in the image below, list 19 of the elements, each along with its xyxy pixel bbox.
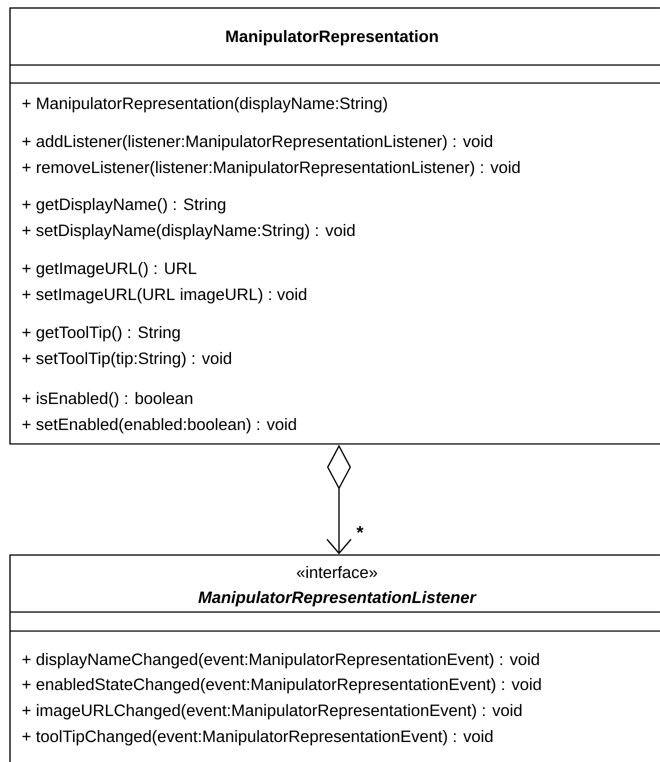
operation-text: + toolTipChanged(event:ManipulatorRepresentationEvent) : void — [22, 730, 492, 746]
multiplicity-label: * — [356, 525, 364, 540]
operation-text: + displayNameChanged(event:ManipulatorRepresentationEvent) : void — [22, 653, 539, 668]
stereotype-label: «interface» — [296, 566, 378, 578]
operation-text: + enabledStateChanged(event:ManipulatorRepresentationEvent) : void — [22, 678, 541, 694]
class-name: ManipulatorRepresentation — [226, 30, 438, 46]
operation-text: + getDisplayName() : String — [22, 198, 226, 214]
operation-text: + addListener(listener:ManipulatorRepresentationListener) : void — [22, 135, 492, 150]
operation-text: + getToolTip() : String — [22, 326, 180, 342]
operation-text: + isEnabled() : boolean — [22, 392, 192, 408]
interface-name: ManipulatorRepresentationListener — [198, 591, 477, 606]
operation-text: + setEnabled(enabled:boolean) : void — [22, 418, 296, 434]
operation-text: + setImageURL(URL imageURL) : void — [22, 288, 306, 304]
operation-text: + imageURLChanged(event:ManipulatorRepresentationEvent) : void — [22, 704, 522, 720]
operation-text: + setDisplayName(displayName:String) : void — [22, 224, 354, 240]
operation-text: + getImageURL() : URL — [22, 262, 196, 278]
operation-text: + setToolTip(tip:String) : void — [22, 352, 232, 368]
operation-text: + ManipulatorRepresentation(displayName:String) — [22, 97, 387, 112]
operation-text: + removeListener(listener:ManipulatorRepresentationListener) : void — [22, 161, 520, 176]
